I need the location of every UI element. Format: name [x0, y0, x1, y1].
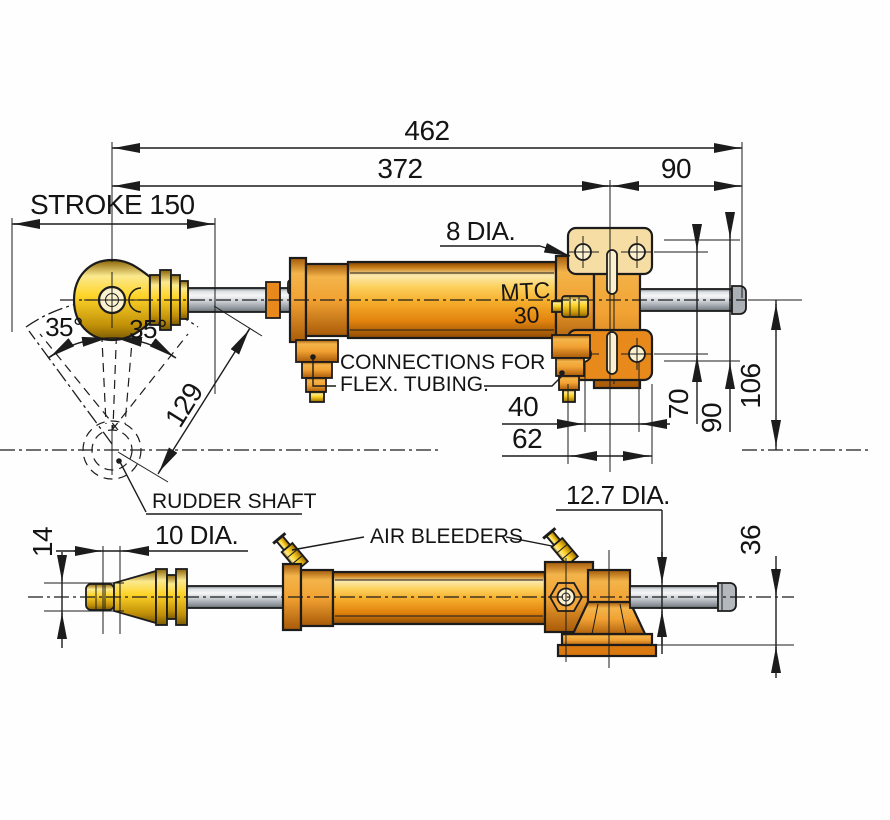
- dim-swing-right: 35°: [129, 314, 167, 344]
- dimensions-top: 462 372 90 STROKE 150 8 DIA. 70: [11, 115, 872, 515]
- dim-rod-dia: 12.7 DIA.: [566, 480, 670, 510]
- cylinder-body-bottom: [331, 570, 547, 626]
- leader-dot-right-fitting: [559, 370, 565, 376]
- label-air-bleeders: AIR BLEEDERS: [370, 525, 523, 548]
- gland-block-bottom: [299, 568, 335, 628]
- dim-mount-hole: 8 DIA.: [446, 216, 515, 246]
- dim-bracket-height: 90: [696, 403, 727, 433]
- dim-clevis-width: 14: [27, 527, 58, 557]
- leader-dot-left-fitting: [310, 354, 316, 360]
- dimensions-bottom: 14 10 DIA. AIR BLEEDERS 12.7 DIA. 36: [27, 480, 794, 678]
- dim-stroke: STROKE 150: [30, 189, 195, 220]
- dim-clevis-pin: 10 DIA.: [155, 520, 238, 550]
- dim-overall: 462: [404, 115, 449, 146]
- dim-swing-left: 35°: [45, 312, 83, 342]
- dim-hole-spacing: 40: [508, 391, 538, 422]
- label-rudder-shaft: RUDDER SHAFT: [152, 490, 317, 513]
- dim-center-height: 106: [735, 363, 766, 408]
- dim-base-to-center: 36: [735, 525, 766, 555]
- label-connections-2: FLEX. TUBING.: [340, 373, 489, 396]
- dim-bracket-width: 62: [512, 423, 542, 454]
- swing-radial-left: [28, 330, 113, 445]
- label-connections-1: CONNECTIONS FOR: [340, 351, 545, 374]
- air-bleeder-right: [542, 527, 580, 567]
- ball-joint-detail: [128, 287, 142, 313]
- plate-slot-top: [606, 249, 618, 295]
- dim-tiller-radius: 129: [159, 378, 209, 433]
- flex-fitting-right: [551, 334, 591, 403]
- flex-fitting-left: [295, 339, 339, 403]
- bleeder-screw-head: [561, 295, 589, 318]
- tiller-right-dashed: [111, 333, 189, 431]
- model-line2: 30: [513, 301, 540, 328]
- model-line1: MTC: [500, 277, 551, 306]
- dim-to-bracket: 372: [377, 153, 422, 184]
- top-view: MTC 30: [0, 115, 872, 515]
- dim-hole-rows: 70: [663, 389, 694, 419]
- tiller-left-dashed: [39, 333, 119, 431]
- cylinder-assembly-top: MTC 30: [60, 226, 747, 403]
- cylinder-assembly-bottom: [28, 527, 794, 668]
- dim-bracket-overhang: 90: [661, 153, 691, 184]
- bottom-view: 14 10 DIA. AIR BLEEDERS 12.7 DIA. 36: [27, 480, 794, 678]
- plate-slot-bottom: [606, 331, 618, 375]
- pedestal-base-lip: [556, 643, 658, 658]
